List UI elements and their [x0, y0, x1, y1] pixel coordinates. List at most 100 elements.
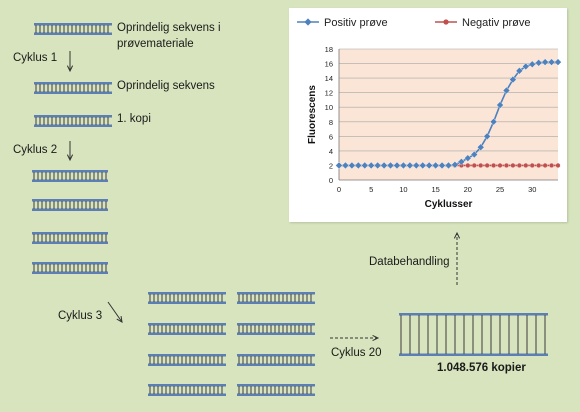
- data-point-negative: [478, 162, 484, 168]
- dna-bottom-strand: [237, 301, 315, 304]
- dna-top-strand: [148, 323, 226, 326]
- data-point-negative: [523, 162, 529, 168]
- data-point-positive: [515, 67, 524, 75]
- dna-bottom-strand: [237, 363, 315, 366]
- data-point-positive: [509, 75, 517, 84]
- data-point-positive: [425, 161, 433, 170]
- data-point-positive: [341, 161, 350, 170]
- dna-bottom-strand: [32, 241, 108, 244]
- data-point-positive: [502, 86, 511, 95]
- arrow-head: [66, 154, 74, 162]
- arrow-data-processing: [453, 231, 461, 285]
- y-tick-label: 18: [325, 45, 333, 54]
- data-point-positive: [406, 161, 414, 170]
- data-point-negative: [549, 162, 555, 168]
- dna-cycle2-4: [32, 262, 108, 274]
- arrow-shaft: [107, 301, 123, 323]
- dna-cycle3-left-4: [148, 384, 226, 396]
- dna-top-strand: [32, 262, 108, 265]
- label-original-sequence: Oprindelig sekvens: [117, 80, 215, 92]
- dna-cycle3-right-1: [237, 292, 315, 304]
- dna-top-strand: [148, 384, 226, 387]
- dna-cycle20-large: [399, 313, 548, 356]
- dna-cycle3-right-3: [237, 354, 315, 366]
- data-point-negative: [536, 162, 542, 168]
- label-cycle-3: Cyklus 3: [58, 310, 103, 322]
- data-point-positive: [528, 60, 536, 68]
- dna-top-strand: [32, 232, 108, 235]
- dna-cycle2-2: [32, 199, 108, 211]
- dna-bottom-strand: [148, 332, 226, 335]
- data-point-positive: [483, 132, 491, 141]
- y-tick-label: 10: [325, 103, 333, 112]
- dna-bottom-strand: [34, 91, 112, 94]
- label-original-sequence-line1: Oprindelig sekvens i: [117, 22, 221, 34]
- data-point-negative: [484, 162, 490, 168]
- dna-top-strand: [237, 384, 315, 387]
- data-point-positive: [464, 154, 472, 162]
- dna-cycle3-left-3: [148, 354, 226, 366]
- data-point-positive: [522, 62, 530, 71]
- label-cycle-1: Cyklus 1: [13, 52, 58, 64]
- data-point-positive: [489, 118, 498, 126]
- data-point-positive: [367, 161, 375, 170]
- dna-top-strand: [237, 292, 315, 295]
- x-tick-label: 0: [337, 185, 341, 194]
- legend-item-negative: Negativ prøve: [435, 17, 530, 29]
- dna-bottom-strand: [399, 353, 548, 356]
- data-point-positive: [412, 161, 420, 170]
- y-tick-label: 14: [325, 74, 333, 83]
- legend-label: Negativ prøve: [462, 17, 530, 29]
- y-tick-label: 2: [329, 161, 333, 170]
- legend-label: Positiv prøve: [324, 17, 388, 29]
- x-tick-label: 25: [496, 185, 504, 194]
- data-point-positive: [444, 161, 453, 170]
- y-tick-label: 6: [329, 132, 333, 141]
- label-cycle-2: Cyklus 2: [13, 144, 58, 156]
- data-point-negative: [529, 162, 535, 168]
- legend-marker: [443, 19, 449, 25]
- dna-bottom-strand: [32, 179, 108, 182]
- x-tick-label: 5: [369, 185, 373, 194]
- data-point-positive: [373, 161, 382, 170]
- dna-top-strand: [32, 170, 108, 173]
- data-point-positive: [477, 143, 485, 151]
- dna-cycle3-left-1: [148, 292, 226, 304]
- data-point-negative: [497, 162, 503, 168]
- y-tick-label: 0: [329, 176, 333, 185]
- data-point-positive: [386, 161, 395, 170]
- data-point-positive: [419, 161, 427, 170]
- data-point-negative: [491, 162, 497, 168]
- data-point-positive: [470, 150, 478, 159]
- dna-top-strand: [34, 23, 112, 26]
- dna-cycle1-copy: [34, 115, 112, 127]
- data-point-positive: [534, 59, 543, 67]
- data-point-negative: [555, 162, 561, 168]
- x-tick-label: 15: [431, 185, 439, 194]
- dna-bottom-strand: [237, 332, 315, 335]
- data-point-negative: [510, 162, 516, 168]
- dna-cycle2-1: [32, 170, 108, 182]
- data-point-positive: [393, 161, 401, 170]
- data-point-positive: [547, 58, 556, 66]
- data-point-positive: [399, 161, 408, 170]
- data-point-positive: [335, 161, 343, 170]
- y-axis-label: Fluorescens: [307, 85, 318, 144]
- data-point-negative: [504, 162, 509, 168]
- dna-bottom-strand: [32, 271, 108, 274]
- data-point-positive: [554, 58, 562, 66]
- data-point-positive: [361, 161, 369, 170]
- dna-bottom-strand: [237, 393, 315, 396]
- data-point-negative: [471, 162, 477, 168]
- data-point-positive: [451, 161, 459, 169]
- data-point-positive: [541, 58, 549, 66]
- dna-cycle3-right-4: [237, 384, 315, 396]
- dna-bottom-strand: [148, 363, 226, 366]
- legend-marker: [304, 18, 312, 26]
- dna-top-strand: [32, 199, 108, 202]
- data-point-negative: [465, 162, 471, 168]
- dna-bottom-strand: [34, 124, 112, 127]
